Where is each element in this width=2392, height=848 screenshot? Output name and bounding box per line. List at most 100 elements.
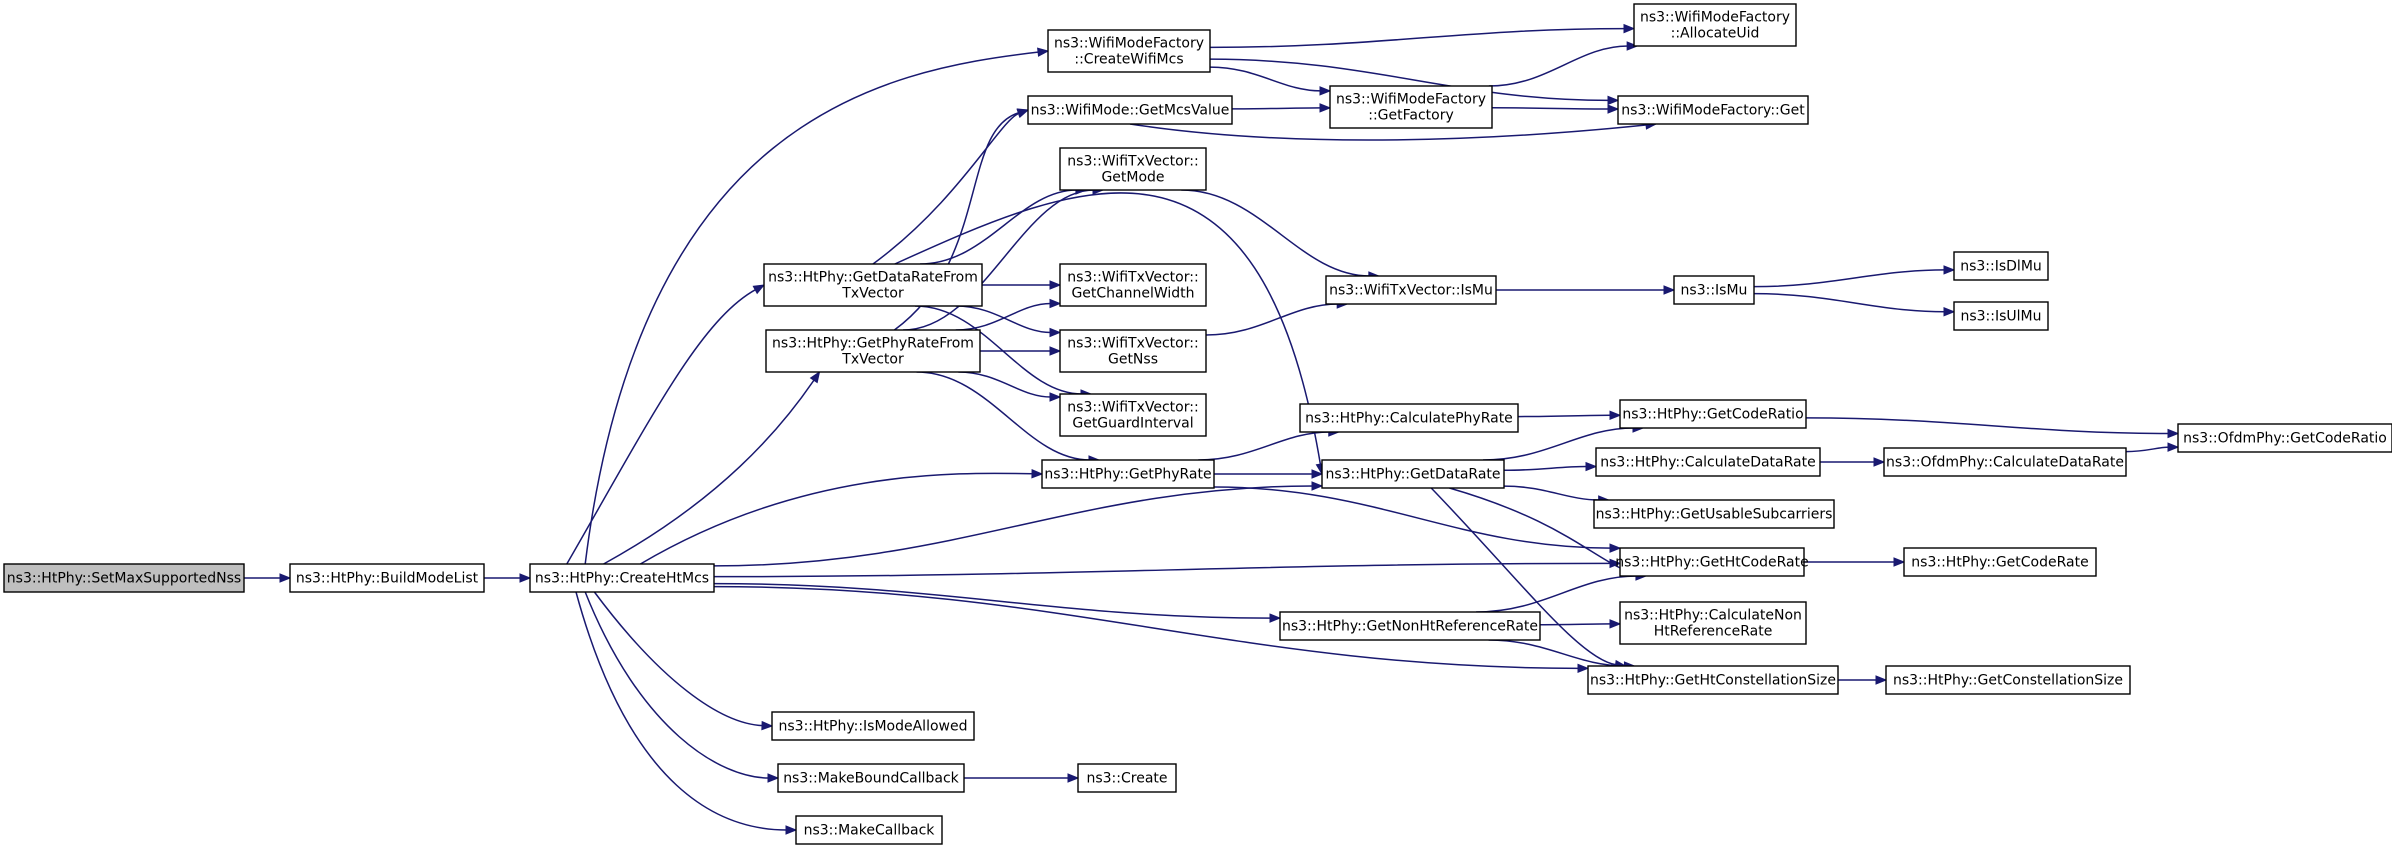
node-htconst[interactable]: ns3::HtPhy::GetHtConstellationSize xyxy=(1587,665,1839,695)
node-create[interactable]: ns3::Create xyxy=(1077,763,1177,793)
node-label: ns3::IsDlMu xyxy=(1960,259,2042,275)
node-nonhtref[interactable]: ns3::HtPhy::GetNonHtReferenceRate xyxy=(1279,611,1541,641)
edge-arrowhead xyxy=(1663,285,1676,295)
node-box[interactable] xyxy=(1041,459,1215,489)
edge-phyrate_from_tx-to-txv_getnss xyxy=(979,346,1062,356)
node-getcoderatio[interactable]: ns3::HtPhy::GetCodeRatio xyxy=(1619,399,1807,429)
node-box[interactable] xyxy=(1953,251,2049,281)
node-box[interactable] xyxy=(1883,447,2127,477)
node-box[interactable] xyxy=(1619,399,1807,429)
node-buildmode[interactable]: ns3::HtPhy::BuildModeList xyxy=(289,563,485,593)
node-box[interactable] xyxy=(1595,447,1821,477)
node-box[interactable] xyxy=(1325,275,1497,305)
node-box[interactable] xyxy=(771,711,975,741)
node-box[interactable] xyxy=(1059,393,1207,437)
call-edges xyxy=(244,23,2180,835)
node-label: GetNss xyxy=(1108,352,1158,368)
edge-arrowhead xyxy=(809,370,821,384)
node-box[interactable] xyxy=(1299,403,1519,433)
edge-arrowhead xyxy=(279,573,292,583)
node-box[interactable] xyxy=(3,563,245,593)
node-box[interactable] xyxy=(1903,547,2097,577)
node-ismu[interactable]: ns3::IsMu xyxy=(1673,275,1755,305)
node-createhtmcs[interactable]: ns3::HtPhy::CreateHtMcs xyxy=(529,563,715,593)
node-label: ns3::OfdmPhy::CalculateDataRate xyxy=(1886,455,2124,471)
node-makecallback[interactable]: ns3::MakeCallback xyxy=(795,815,943,845)
node-wmf_alloc[interactable]: ns3::WifiModeFactory::AllocateUid xyxy=(1633,3,1797,47)
node-box[interactable] xyxy=(529,563,715,593)
node-box[interactable] xyxy=(777,763,965,793)
node-wmf_get[interactable]: ns3::WifiModeFactory::Get xyxy=(1617,95,1809,125)
edge-line xyxy=(894,192,1322,466)
node-ofdm_calcdatarate[interactable]: ns3::OfdmPhy::CalculateDataRate xyxy=(1883,447,2127,477)
node-box[interactable] xyxy=(1587,665,1839,695)
node-txv_ismu[interactable]: ns3::WifiTxVector::IsMu xyxy=(1325,275,1497,305)
node-box[interactable] xyxy=(289,563,485,593)
node-box[interactable] xyxy=(1633,3,1797,47)
node-box[interactable] xyxy=(1673,275,1755,305)
node-calcphyrate[interactable]: ns3::HtPhy::CalculatePhyRate xyxy=(1299,403,1519,433)
edge-line xyxy=(916,371,1090,461)
node-label: TxVector xyxy=(841,286,904,302)
edge-line xyxy=(1476,575,1637,613)
edge-arrowhead xyxy=(1319,86,1332,96)
node-getcoderate[interactable]: ns3::HtPhy::GetCodeRate xyxy=(1903,547,2097,577)
node-getmcsvalue[interactable]: ns3::WifiMode::GetMcsValue xyxy=(1027,95,1233,125)
node-box[interactable] xyxy=(765,329,981,373)
node-box[interactable] xyxy=(1617,95,1809,125)
node-box[interactable] xyxy=(2177,423,2392,453)
node-box[interactable] xyxy=(1593,499,1835,529)
node-box[interactable] xyxy=(1047,29,1211,73)
node-box[interactable] xyxy=(1953,301,2049,331)
node-gethtcoderate[interactable]: ns3::HtPhy::GetHtCodeRate xyxy=(1615,547,1809,577)
node-box[interactable] xyxy=(1059,263,1207,307)
node-wmf_getfactory[interactable]: ns3::WifiModeFactory::GetFactory xyxy=(1329,85,1493,129)
node-usablesub[interactable]: ns3::HtPhy::GetUsableSubcarriers xyxy=(1593,499,1835,529)
edge-line xyxy=(1482,427,1635,461)
node-box[interactable] xyxy=(1885,665,2131,695)
node-txv_guard[interactable]: ns3::WifiTxVector::GetGuardInterval xyxy=(1059,393,1207,437)
edge-line xyxy=(593,591,764,727)
node-box[interactable] xyxy=(763,263,983,307)
node-box[interactable] xyxy=(1059,329,1207,373)
node-label: ns3::HtPhy::GetNonHtReferenceRate xyxy=(1282,619,1538,635)
node-label: ns3::HtPhy::GetHtConstellationSize xyxy=(1590,673,1836,689)
node-box[interactable] xyxy=(1059,147,1207,191)
node-box[interactable] xyxy=(1321,459,1505,489)
node-box[interactable] xyxy=(1279,611,1541,641)
node-label: ::GetFactory xyxy=(1368,108,1454,124)
node-isdlmu[interactable]: ns3::IsDlMu xyxy=(1953,251,2049,281)
node-txv_getmode[interactable]: ns3::WifiTxVector::GetMode xyxy=(1059,147,1207,191)
edge-phyrate_from_tx-to-txv_chwidth xyxy=(955,298,1062,331)
node-box[interactable] xyxy=(795,815,943,845)
node-box[interactable] xyxy=(1027,95,1233,125)
edge-calcphyrate-to-getcoderatio xyxy=(1517,410,1622,420)
node-txv_chwidth[interactable]: ns3::WifiTxVector::GetChannelWidth xyxy=(1059,263,1207,307)
edge-ismu-to-isulmu xyxy=(1753,292,1956,317)
edge-makebound-to-create xyxy=(964,773,1080,783)
edge-arrowhead xyxy=(1875,675,1888,685)
node-getdatarate[interactable]: ns3::HtPhy::GetDataRate xyxy=(1321,459,1505,489)
node-makebound[interactable]: ns3::MakeBoundCallback xyxy=(777,763,965,793)
node-box[interactable] xyxy=(1077,763,1177,793)
node-ofdm_coderatio[interactable]: ns3::OfdmPhy::GetCodeRatio xyxy=(2177,423,2392,453)
node-getconst[interactable]: ns3::HtPhy::GetConstellationSize xyxy=(1885,665,2131,695)
node-wmf_create[interactable]: ns3::WifiModeFactory::CreateWifiMcs xyxy=(1047,29,1211,73)
edge-ofdm_calcdatarate-to-ofdm_coderatio xyxy=(2125,442,2180,453)
node-box[interactable] xyxy=(1329,85,1493,129)
edge-createhtmcs-to-htconst xyxy=(713,585,1590,674)
edge-arrowhead xyxy=(519,573,532,583)
node-txv_getnss[interactable]: ns3::WifiTxVector::GetNss xyxy=(1059,329,1207,373)
node-isulmu[interactable]: ns3::IsUlMu xyxy=(1953,301,2049,331)
node-box[interactable] xyxy=(1619,547,1805,577)
edge-line xyxy=(713,582,1272,619)
edge-arrowhead xyxy=(2167,442,2180,452)
node-setmax[interactable]: ns3::HtPhy::SetMaxSupportedNss xyxy=(3,563,245,593)
node-getphyrate[interactable]: ns3::HtPhy::GetPhyRate xyxy=(1041,459,1215,489)
node-box[interactable] xyxy=(1619,601,1807,645)
node-calcdatarate[interactable]: ns3::HtPhy::CalculateDataRate xyxy=(1595,447,1821,477)
node-ismodeallowed[interactable]: ns3::HtPhy::IsModeAllowed xyxy=(771,711,975,741)
